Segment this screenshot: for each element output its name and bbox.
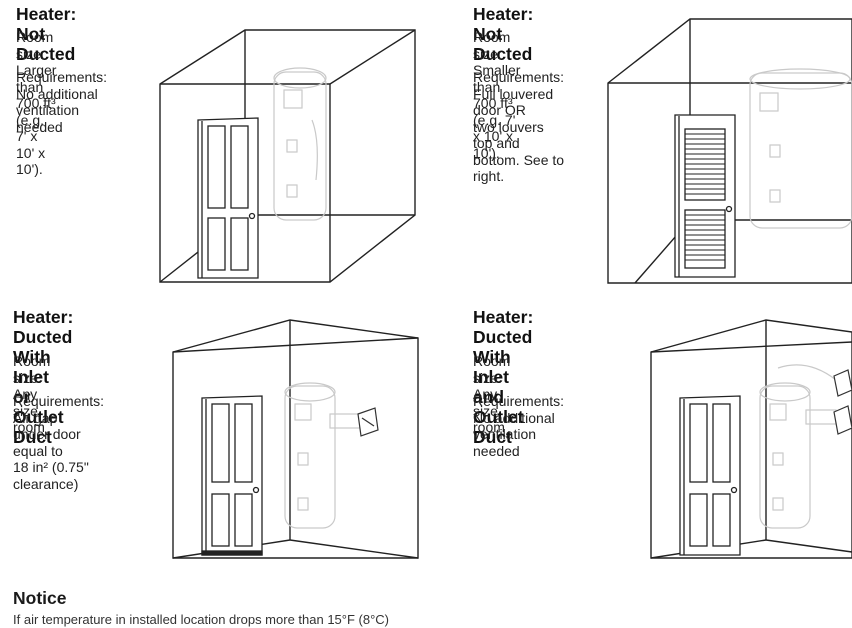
louvered-door-icon — [674, 114, 736, 278]
panel-title: Heater: Ducted With Inlet and Outlet Duc… — [473, 307, 534, 447]
requirements-text: Requirements: Air gap under door equal t… — [13, 393, 105, 492]
notice-title: Notice — [13, 588, 67, 608]
room-size-text: Room size: Any size room — [473, 353, 511, 435]
door-icon — [197, 117, 259, 279]
water-heater-icon — [759, 364, 837, 529]
notice-text: If air temperature in installed location… — [13, 612, 390, 627]
room-illustration — [172, 319, 419, 559]
duct-vent-icon — [357, 407, 379, 437]
requirements-text: Requirements: No additional ventilation … — [473, 393, 565, 459]
water-heater-icon — [284, 382, 361, 529]
room-illustration — [159, 29, 416, 283]
panel-title: Heater: Not Ducted — [16, 4, 77, 64]
room-size-text: Room size: Smaller than 700 ft³ (e.g. 7'… — [473, 29, 521, 161]
panel-title: Heater: Ducted With Inlet or Outlet Duct — [13, 307, 74, 447]
door-icon — [201, 395, 263, 556]
duct-vent-icon — [833, 369, 852, 435]
room-size-text: Room size: Larger than 700 ft³ (e.g. 7' … — [16, 29, 57, 177]
room-size-text: Room size: Any size room — [13, 353, 51, 435]
door-gap-icon — [201, 550, 263, 556]
room-illustration — [650, 319, 852, 559]
requirements-text: Requirements: Full louvered door OR two … — [473, 69, 565, 184]
panel-title: Heater: Not Ducted — [473, 4, 534, 64]
water-heater-icon — [749, 68, 852, 229]
water-heater-icon — [273, 67, 327, 221]
door-icon — [679, 395, 741, 556]
requirements-text: Requirements: No additional ventilation … — [16, 69, 108, 135]
room-illustration — [607, 18, 852, 284]
